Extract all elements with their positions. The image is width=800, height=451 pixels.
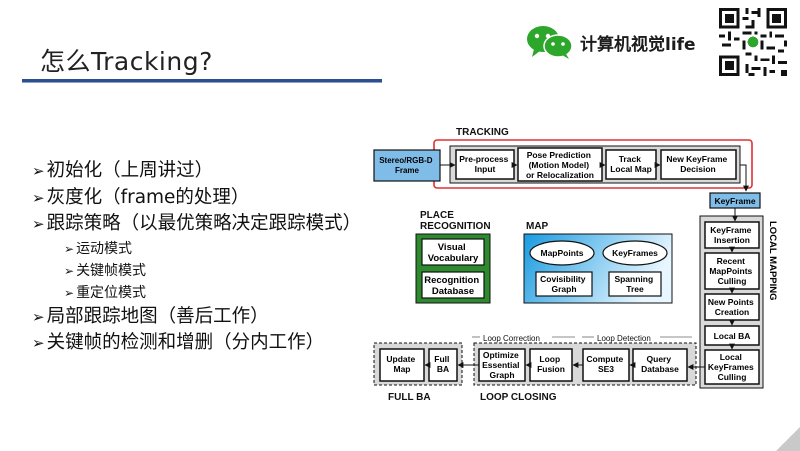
bullet-arrow-icon: ➢ bbox=[64, 263, 75, 278]
bullet-arrow-icon: ➢ bbox=[32, 334, 45, 352]
compute-se3-box bbox=[582, 348, 630, 382]
bullet-arrow-icon: ➢ bbox=[64, 285, 75, 300]
qr-code[interactable] bbox=[716, 5, 790, 79]
bullet-text: 关键帧模式 bbox=[76, 262, 147, 279]
keyframes-label: KeyFrames bbox=[612, 248, 658, 258]
loop-closing-title: LOOP CLOSING bbox=[480, 392, 557, 403]
loop-fusion-label: Loop Fusion bbox=[537, 354, 565, 374]
title-underline bbox=[22, 79, 382, 82]
keyframe-label: KeyFrame bbox=[714, 196, 755, 206]
spanning-label: Spanning Tree bbox=[614, 274, 655, 294]
bullet-text: 运动模式 bbox=[76, 240, 133, 257]
local-ba-label: Local BA bbox=[714, 331, 751, 341]
kf-insertion-box bbox=[704, 221, 760, 249]
bullet-text: 初始化（上周讲过） bbox=[46, 160, 214, 181]
preprocess-box bbox=[455, 149, 515, 180]
new-keyframe-label: New KeyFrame Decision bbox=[666, 154, 729, 174]
stereo-frame-label: Stereo/RGB-D Frame bbox=[379, 156, 435, 175]
track-local-map-label: Track Local Map bbox=[610, 154, 652, 174]
new-keyframe-box bbox=[660, 149, 737, 180]
bullet-text: 灰度化（frame的处理） bbox=[46, 186, 250, 208]
compute-se3-label: Compute SE3 bbox=[586, 354, 625, 374]
bullet-arrow-icon: ➢ bbox=[32, 307, 45, 326]
bullet-text: 局部跟踪地图（善后工作） bbox=[46, 305, 269, 327]
map-title: MAP bbox=[526, 221, 549, 232]
arrow-newkf-keyframe bbox=[740, 164, 749, 192]
bullet-list: ➢初始化（上周讲过）➢灰度化（frame的处理）➢跟踪策略（以最优策略决定跟踪模… bbox=[32, 158, 361, 357]
bullet-item: ➢关键帧模式 bbox=[64, 260, 361, 282]
visual-vocab-box bbox=[421, 238, 485, 266]
bullet-arrow-icon: ➢ bbox=[64, 241, 75, 256]
local-kf-culling-box bbox=[704, 349, 760, 385]
bullet-item: ➢重定位模式 bbox=[64, 282, 361, 304]
covisibility-box bbox=[535, 271, 593, 297]
bullet-text: 关键帧的检测和增删（分内工作） bbox=[46, 332, 325, 353]
local-mapping-title: LOCAL MAPPING bbox=[767, 221, 778, 301]
tracking-title: TRACKING bbox=[456, 127, 509, 138]
optimize-graph-box bbox=[478, 348, 526, 382]
local-kf-culling-label: Local KeyFrames Culling bbox=[708, 352, 756, 382]
full-ba-box bbox=[428, 348, 458, 382]
slide-title: 怎么Tracking? bbox=[40, 47, 213, 76]
title-underline-thin bbox=[22, 82, 382, 83]
pose-prediction-label: Pose Prediction (Motion Model) or Reloca… bbox=[526, 150, 594, 180]
bullet-item: ➢运动模式 bbox=[64, 238, 361, 260]
loop-correction-label: Loop Correction bbox=[483, 334, 540, 343]
bullet-item: ➢跟踪策略（以最优策略决定跟踪模式） bbox=[32, 211, 361, 238]
brand-logo: 计算机视觉life bbox=[526, 22, 696, 62]
preprocess-label: Pre-process Input bbox=[459, 154, 511, 174]
bullet-arrow-icon: ➢ bbox=[32, 162, 45, 180]
bullet-arrow-icon: ➢ bbox=[32, 215, 45, 233]
update-map-box bbox=[379, 348, 425, 382]
recognition-db-box bbox=[421, 271, 485, 299]
pose-prediction-box bbox=[517, 147, 603, 182]
orb-slam-diagram: TRACKING Stereo/RGB-D Frame Pre-process … bbox=[373, 127, 778, 403]
full-ba-box-label: Full BA bbox=[434, 354, 451, 374]
bullet-item: ➢初始化（上周讲过） bbox=[32, 158, 361, 185]
mappoints-ellipse bbox=[529, 240, 595, 266]
loop-fusion-box bbox=[529, 348, 573, 382]
covisibility-label: Covisibility Graph bbox=[540, 274, 588, 294]
bullet-item: ➢关键帧的检测和增删（分内工作） bbox=[32, 330, 361, 357]
visual-vocab-label: Visual Vocabulary bbox=[428, 242, 479, 264]
slide-corner-fold bbox=[776, 427, 800, 451]
optimize-graph-label: Optimize Essential Graph bbox=[482, 350, 522, 380]
spanning-box bbox=[608, 271, 662, 297]
recognition-db-label: Recognition Database bbox=[424, 275, 482, 297]
kf-insertion-label: KeyFrame Insertion bbox=[710, 225, 753, 245]
bullet-arrow-icon: ➢ bbox=[32, 188, 45, 207]
np-creation-box bbox=[704, 293, 760, 321]
bullet-text: 跟踪策略（以最优策略决定跟踪模式） bbox=[46, 213, 362, 234]
place-title: PLACE RECOGNITION bbox=[420, 210, 491, 232]
brand-text: 计算机视觉life bbox=[580, 34, 696, 55]
mappoints-label: MapPoints bbox=[541, 248, 584, 258]
mp-culling-box bbox=[704, 252, 760, 290]
keyframes-ellipse bbox=[602, 240, 668, 266]
mp-culling-label: Recent MapPoints Culling bbox=[709, 256, 754, 286]
bullet-item: ➢灰度化（frame的处理） bbox=[32, 185, 361, 212]
np-creation-label: New Points Creation bbox=[708, 297, 756, 317]
bullet-text: 重定位模式 bbox=[76, 284, 147, 301]
query-db-label: Query Database bbox=[641, 354, 679, 374]
bullet-item: ➢局部跟踪地图（善后工作） bbox=[32, 304, 361, 331]
full-ba-title: FULL BA bbox=[388, 392, 431, 403]
loop-detection-label: Loop Detection bbox=[597, 334, 651, 343]
wechat-icon bbox=[527, 26, 573, 59]
update-map-label: Update Map bbox=[386, 354, 417, 374]
